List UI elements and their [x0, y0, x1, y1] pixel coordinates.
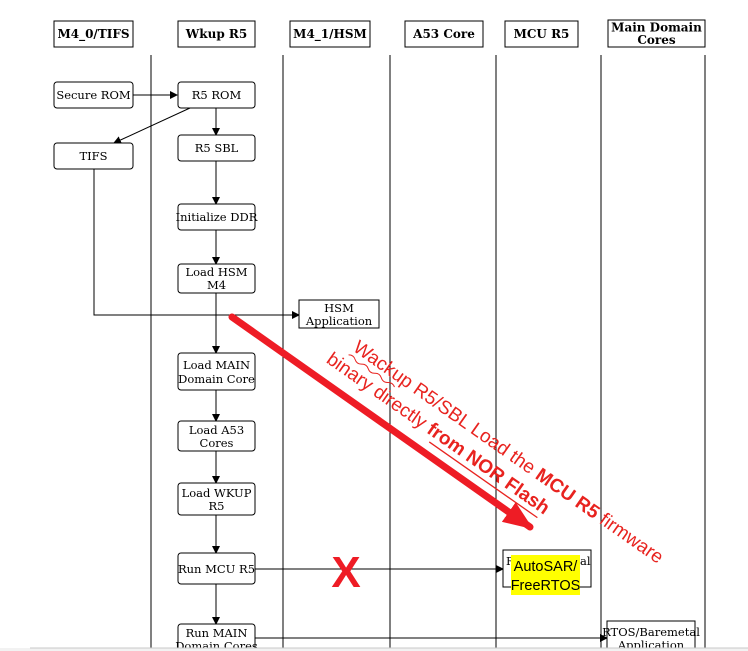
svg-text:Load HSM: Load HSM — [185, 265, 247, 279]
arrow-r5-rom-to-tifs — [113, 107, 191, 144]
svg-text:M4_1/HSM: M4_1/HSM — [293, 27, 367, 42]
svg-text:Application: Application — [305, 314, 373, 328]
red-annotation-arrow — [228, 313, 534, 531]
annotation-underline — [428, 441, 538, 519]
svg-text:Cores: Cores — [637, 33, 676, 47]
node-tifs: TIFS — [53, 142, 134, 170]
svg-text:Load WKUP: Load WKUP — [182, 486, 252, 500]
node-r5-rom: R5 ROM — [177, 81, 256, 109]
flow-nodes: Secure ROM R5 ROM TIFS R5 SBL Initialize… — [53, 81, 700, 651]
node-load-main-domain-core: Load MAIN Domain Core — [177, 352, 256, 391]
node-load-wkup-r5: Load WKUP R5 — [177, 482, 256, 516]
svg-text:HSM: HSM — [324, 301, 354, 315]
node-run-mcu-r5: Run MCU R5 — [177, 552, 256, 585]
svg-text:Load MAIN: Load MAIN — [183, 358, 250, 372]
svg-text:Run MAIN: Run MAIN — [186, 626, 248, 640]
node-load-a53-cores: Load A53 Cores — [177, 420, 256, 452]
svg-text:R5 SBL: R5 SBL — [195, 141, 239, 155]
lane-header-m4-0-tifs: M4_0/TIFS — [53, 20, 134, 48]
node-r5-sbl: R5 SBL — [177, 134, 256, 162]
lane-header-a53-core: A53 Core — [404, 20, 484, 48]
svg-text:TIFS: TIFS — [79, 149, 107, 163]
svg-text:R5 ROM: R5 ROM — [192, 88, 242, 102]
svg-text:Cores: Cores — [200, 436, 234, 450]
svg-text:AutoSAR/: AutoSAR/ — [514, 559, 579, 575]
svg-text:Run MCU R5: Run MCU R5 — [178, 562, 255, 576]
node-secure-rom: Secure ROM — [53, 81, 134, 109]
annotation-text: Wackup R5/SBL Load the MCU R5 firmware b… — [323, 337, 668, 568]
svg-text:Initialize DDR: Initialize DDR — [176, 210, 258, 224]
svg-text:FreeRTOS: FreeRTOS — [511, 578, 581, 594]
svg-text:R5: R5 — [209, 499, 225, 513]
svg-text:Load A53: Load A53 — [189, 423, 244, 437]
lane-header-m4-1-hsm: M4_1/HSM — [289, 20, 371, 48]
spellcheck-squiggle — [348, 354, 395, 388]
svg-text:M4: M4 — [207, 278, 226, 292]
svg-text:Secure ROM: Secure ROM — [56, 88, 131, 102]
red-cross-mark: X — [331, 548, 360, 597]
svg-text:binary directly from NOR Flash: binary directly from NOR Flash — [323, 349, 554, 519]
node-load-hsm-m4: Load HSM M4 — [177, 263, 256, 294]
bottom-strip — [0, 648, 748, 651]
svg-text:A53 Core: A53 Core — [412, 27, 475, 41]
node-initialize-ddr: Initialize DDR — [176, 203, 258, 231]
autosar-highlight — [511, 555, 580, 595]
svg-text:Wkup R5: Wkup R5 — [185, 27, 247, 41]
lane-separators — [150, 55, 706, 651]
svg-text:MCU R5: MCU R5 — [514, 27, 570, 41]
svg-text:Wackup R5/SBL Load the MCU R5: Wackup R5/SBL Load the MCU R5 firmware — [349, 337, 667, 568]
svg-text:M4_0/TIFS: M4_0/TIFS — [57, 27, 129, 42]
node-hsm-application: HSM Application — [298, 299, 380, 329]
svg-text:R: R — [506, 554, 515, 568]
lane-header-main-domain-cores: Main Domain Cores — [607, 19, 706, 48]
svg-text:Main Domain: Main Domain — [611, 21, 702, 35]
svg-text:al: al — [580, 554, 591, 568]
svg-text:Domain Core: Domain Core — [178, 372, 255, 386]
lane-headers: M4_0/TIFS Wkup R5 M4_1/HSM A53 Core MCU … — [53, 19, 706, 48]
node-mcu-r5-application: R al AutoSAR/ FreeRTOS — [502, 549, 592, 595]
lane-header-wkup-r5: Wkup R5 — [177, 20, 256, 48]
node-run-main-domain-cores: Run MAIN Domain Cores — [175, 623, 258, 651]
svg-text:RTOS/Baremetal: RTOS/Baremetal — [602, 625, 700, 639]
node-rtos-baremetal-application: RTOS/Baremetal Application — [602, 620, 700, 651]
lane-header-mcu-r5: MCU R5 — [504, 20, 579, 48]
